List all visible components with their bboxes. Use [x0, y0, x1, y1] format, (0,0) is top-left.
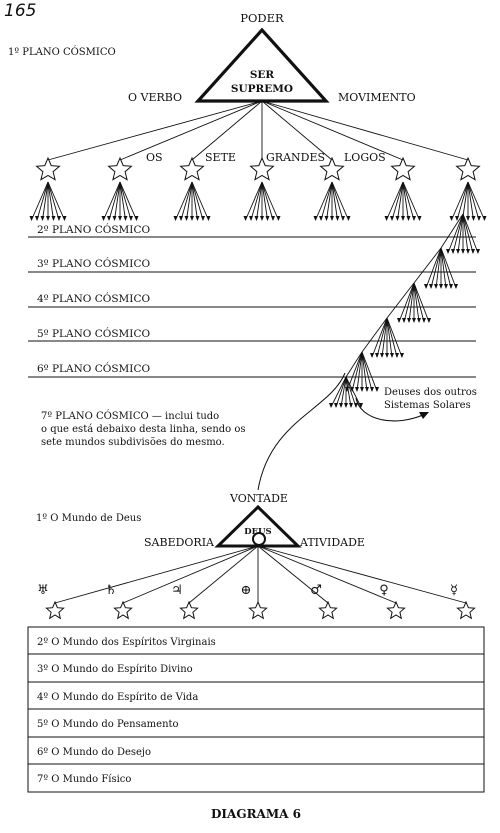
first-cosmic-plane-label: 1º PLANO CÓSMICO	[8, 46, 116, 58]
descent-fan-1	[446, 213, 480, 254]
logos-arrow-fan-1	[29, 181, 67, 221]
seven-logos-group	[29, 156, 487, 221]
diagram-caption: DIAGRAMA 6	[211, 807, 301, 821]
seventh-plane-line2: o que está debaixo desta linha, sendo os	[41, 424, 246, 435]
seventh-plane-line3: sete mundos subdivisões do mesmo.	[41, 437, 225, 448]
logos-word-grandes: GRANDES	[266, 151, 325, 164]
descent-fan-2	[424, 247, 458, 289]
logos-star-3	[179, 156, 205, 181]
logos-arrow-fan-5	[313, 181, 351, 221]
logos-star-2	[107, 156, 133, 181]
logos-arrow-fan-7	[449, 181, 487, 221]
world-row-5: 5º O Mundo do Pensamento	[37, 719, 179, 730]
logos-star-1	[35, 156, 61, 181]
descent-fan-4	[370, 317, 404, 358]
planet-symbol-5: ♂	[310, 583, 322, 598]
logos-word-logos: LOGOS	[344, 151, 386, 164]
supreme-being-line2: SUPREMO	[231, 83, 293, 95]
other-gods-line1: Deuses dos outros	[384, 387, 477, 398]
other-systems-curve-arrow	[355, 397, 426, 422]
god-label: DEUS	[244, 527, 271, 537]
cosmic-plane-4: 4º PLANO CÓSMICO	[37, 291, 150, 305]
world-row-2: 2º O Mundo dos Espíritos Virginais	[37, 637, 216, 648]
motion-label: MOVIMENTO	[338, 91, 416, 104]
logos-arrow-fan-6	[384, 181, 422, 221]
cosmic-plane-2: 2º PLANO CÓSMICO	[37, 222, 150, 236]
planet-star-4	[248, 600, 268, 620]
world-row-6: 6º O Mundo do Desejo	[37, 747, 151, 758]
planet-star-7	[456, 600, 476, 620]
planet-star-3	[179, 600, 199, 620]
will-label: VONTADE	[229, 492, 288, 505]
planet-symbol-4: ⊕	[241, 583, 252, 598]
descent-fan-3	[397, 282, 431, 323]
god-circle	[252, 532, 266, 546]
descending-nodes	[329, 213, 480, 408]
seventh-plane-line1: 7º PLANO CÓSMICO — inclui tudo	[41, 410, 219, 422]
cosmic-plane-5: 5º PLANO CÓSMICO	[37, 326, 150, 340]
planet-symbol-2: ♄	[105, 583, 117, 598]
world-row-7: 7º O Mundo Físico	[37, 774, 131, 785]
descent-to-god-line	[257, 372, 346, 491]
other-systems-arrowhead	[419, 412, 429, 419]
logos-star-5	[319, 156, 345, 181]
logos-star-4	[249, 156, 275, 181]
cosmic-plane-lines	[28, 236, 476, 378]
logos-star-6	[390, 156, 416, 181]
planet-symbol-1: ♅	[37, 583, 49, 598]
world-of-god-label: 1º O Mundo de Deus	[36, 513, 141, 524]
world-row-4: 4º O Mundo do Espírito de Vida	[37, 692, 198, 703]
logos-star-7	[455, 156, 481, 181]
cosmic-plane-6: 6º PLANO CÓSMICO	[37, 361, 150, 375]
activity-label: ATIVIDADE	[299, 536, 365, 549]
planet-symbol-3: ♃	[171, 583, 183, 598]
planet-star-1	[45, 600, 65, 620]
logos-arrow-fan-3	[173, 181, 211, 221]
logos-fan-lines	[47, 100, 469, 161]
logos-arrow-fan-4	[243, 181, 281, 221]
supreme-being-line1: SER	[250, 69, 275, 81]
planet-star-2	[113, 600, 133, 620]
worlds-box	[27, 626, 485, 793]
word-label: O VERBO	[128, 91, 182, 104]
logos-word-os: OS	[146, 151, 163, 164]
planet-symbol-7: ☿	[450, 583, 458, 598]
descent-fan-6	[329, 376, 363, 408]
planetary-spirits-group: ♅ ♄ ♃ ⊕ ♂ ♀ ☿	[37, 545, 476, 620]
planet-symbol-6: ♀	[379, 583, 389, 598]
world-row-3: 3º O Mundo do Espírito Divino	[37, 664, 193, 675]
logos-word-sete: SETE	[205, 151, 236, 164]
wisdom-label: SABEDORIA	[144, 536, 215, 549]
power-label: PODER	[240, 11, 284, 25]
other-gods-line2: Sistemas Solares	[384, 400, 471, 411]
cosmic-plane-3: 3º PLANO CÓSMICO	[37, 256, 150, 270]
page-number: 165	[4, 1, 36, 21]
planet-star-6	[386, 600, 406, 620]
logos-arrow-fan-2	[101, 181, 139, 221]
planet-star-5	[318, 600, 338, 620]
